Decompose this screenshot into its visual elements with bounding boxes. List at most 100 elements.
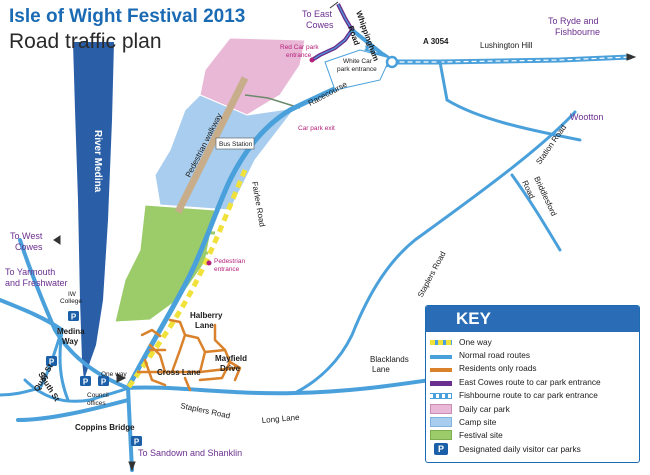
halberry-lane-label-2: Lane bbox=[195, 321, 214, 330]
road-network bbox=[0, 54, 633, 472]
red-car-park-label-2: entrance bbox=[286, 52, 312, 59]
parking-signs: P P P P P bbox=[46, 311, 142, 447]
racecourse-label: Racecourse bbox=[307, 80, 349, 108]
road-staplers-long-lane bbox=[126, 378, 432, 396]
medina-way-label-2: Way bbox=[62, 337, 79, 346]
road-west-cowes bbox=[18, 238, 130, 390]
parking-sign-label: P bbox=[134, 438, 140, 447]
river-medina bbox=[73, 42, 114, 380]
pedestrian-link-lower bbox=[174, 251, 209, 257]
coppins-bridge-label: Coppins Bridge bbox=[75, 423, 135, 432]
council-offices-label: Council bbox=[87, 392, 109, 399]
blacklands-lane-label-2: Lane bbox=[372, 365, 390, 374]
mayfield-drive-label-2: Drive bbox=[220, 364, 241, 373]
title-block: Isle of Wight Festival 2013 Road traffic… bbox=[9, 6, 245, 54]
parking-sign-label: P bbox=[101, 378, 107, 387]
festival-site-swatch bbox=[430, 430, 452, 441]
road-yarmouth bbox=[0, 298, 64, 332]
to-ryde-label: To Ryde and bbox=[548, 16, 599, 26]
pedestrian-walkway-path bbox=[174, 76, 249, 214]
car-park-exit-label: Car park exit bbox=[298, 125, 335, 132]
key-item-normal-roads: Normal road routes bbox=[426, 348, 639, 361]
key-label: Residents only roads bbox=[459, 363, 537, 374]
road-a3054-inner bbox=[391, 56, 631, 63]
key-item-fishbourne: Fishbourne route to car park entrance bbox=[426, 389, 639, 402]
roundabout bbox=[385, 55, 399, 69]
parking-sign-label: P bbox=[71, 313, 77, 322]
white-car-park-triangle bbox=[324, 49, 391, 91]
wootton-label: Wootton bbox=[570, 112, 603, 122]
daily-car-park-swatch bbox=[430, 403, 452, 414]
to-yarmouth-label: To Yarmouth bbox=[5, 267, 55, 277]
one-way-label: One way bbox=[101, 371, 127, 378]
road-coppins-west bbox=[16, 398, 130, 422]
parking-sign-label: P bbox=[83, 378, 89, 387]
long-lane-label: Long Lane bbox=[261, 413, 300, 425]
white-car-park-label: White Car bbox=[343, 58, 373, 65]
road-lushington-branch bbox=[438, 60, 449, 102]
to-east-cowes-label-2: Cowes bbox=[306, 20, 334, 30]
to-sandown-label: To Sandown and Shanklin bbox=[138, 448, 242, 458]
key-item-daily-car-park: Daily car park bbox=[426, 402, 639, 415]
key-item-festival-site: Festival site bbox=[426, 429, 639, 442]
iw-college-label-2: College bbox=[60, 298, 82, 305]
staplers-road-label: Staplers Road bbox=[180, 401, 231, 420]
east-cowes-swatch bbox=[430, 380, 452, 386]
medina-way-label: Medina bbox=[57, 327, 85, 336]
bus-station-box bbox=[215, 137, 255, 150]
normal-road-swatch bbox=[430, 354, 452, 359]
key-label: Daily car park bbox=[459, 403, 510, 414]
key-title: KEY bbox=[426, 306, 639, 332]
a3054-label: A 3054 bbox=[423, 37, 449, 46]
key-label: Fishbourne route to car park entrance bbox=[459, 390, 598, 401]
cross-lane-label: Cross Lane bbox=[157, 368, 201, 377]
key-label: Normal road routes bbox=[459, 350, 531, 361]
road-town-west bbox=[0, 328, 64, 397]
red-car-park-label: Red Car park bbox=[280, 44, 319, 51]
to-west-cowes-label: To West bbox=[10, 231, 43, 241]
to-west-cowes-label-2: Cowes bbox=[15, 242, 43, 252]
to-yarmouth-label-2: and Freshwater bbox=[5, 278, 68, 288]
road-station-road bbox=[293, 110, 577, 395]
key-label: Festival site bbox=[459, 430, 503, 441]
key-label: One way bbox=[459, 336, 492, 347]
lushington-hill-label: Lushington Hill bbox=[480, 41, 533, 50]
fishbourne-swatch bbox=[430, 393, 452, 400]
camp-paths bbox=[244, 94, 301, 109]
key-item-east-cowes: East Cowes route to car park entrance bbox=[426, 375, 639, 388]
river-medina-label: River Medina bbox=[92, 130, 103, 193]
key-label: Designated daily visitor car parks bbox=[459, 443, 581, 454]
iw-college-label: IW bbox=[68, 291, 77, 298]
parking-icon: P bbox=[434, 442, 448, 455]
key-item-camp-site: Camp site bbox=[426, 415, 639, 428]
site-areas bbox=[114, 37, 306, 323]
key-item-residents: Residents only roads bbox=[426, 362, 639, 375]
road-town-loop bbox=[23, 378, 130, 403]
one-way-swatch bbox=[430, 340, 452, 346]
key-item-parking: P Designated daily visitor car parks bbox=[426, 442, 639, 455]
road-medina-way bbox=[58, 328, 70, 402]
residents-swatch bbox=[430, 367, 452, 372]
fairlee-road-label: Fairlee Road bbox=[250, 181, 267, 228]
key-label: Camp site bbox=[459, 417, 497, 428]
daily-car-park-area bbox=[199, 37, 306, 116]
pedestrian-entrance-marker bbox=[206, 260, 212, 266]
key-label: East Cowes route to car park entrance bbox=[459, 376, 601, 387]
map-subtitle: Road traffic plan bbox=[9, 30, 162, 53]
road-wootton-link bbox=[445, 98, 582, 142]
parking-sign-label: P bbox=[49, 358, 55, 367]
to-east-cowes-label: To East bbox=[302, 9, 333, 19]
blacklands-lane-label: Blacklands bbox=[370, 355, 409, 364]
direction-arrows bbox=[53, 1, 637, 472]
residents-roads bbox=[136, 318, 242, 392]
map-title: Isle of Wight Festival 2013 bbox=[9, 6, 246, 27]
road-briddlesford bbox=[510, 173, 562, 252]
bus-station-label: Bus Station bbox=[219, 141, 253, 148]
one-way-route bbox=[125, 169, 248, 390]
key-item-one-way: One way bbox=[426, 335, 639, 348]
council-offices-label-2: offices bbox=[87, 400, 106, 407]
white-car-park-label-2: park entrance bbox=[337, 66, 377, 73]
pedestrian-entrance-label-2: entrance bbox=[214, 266, 240, 273]
